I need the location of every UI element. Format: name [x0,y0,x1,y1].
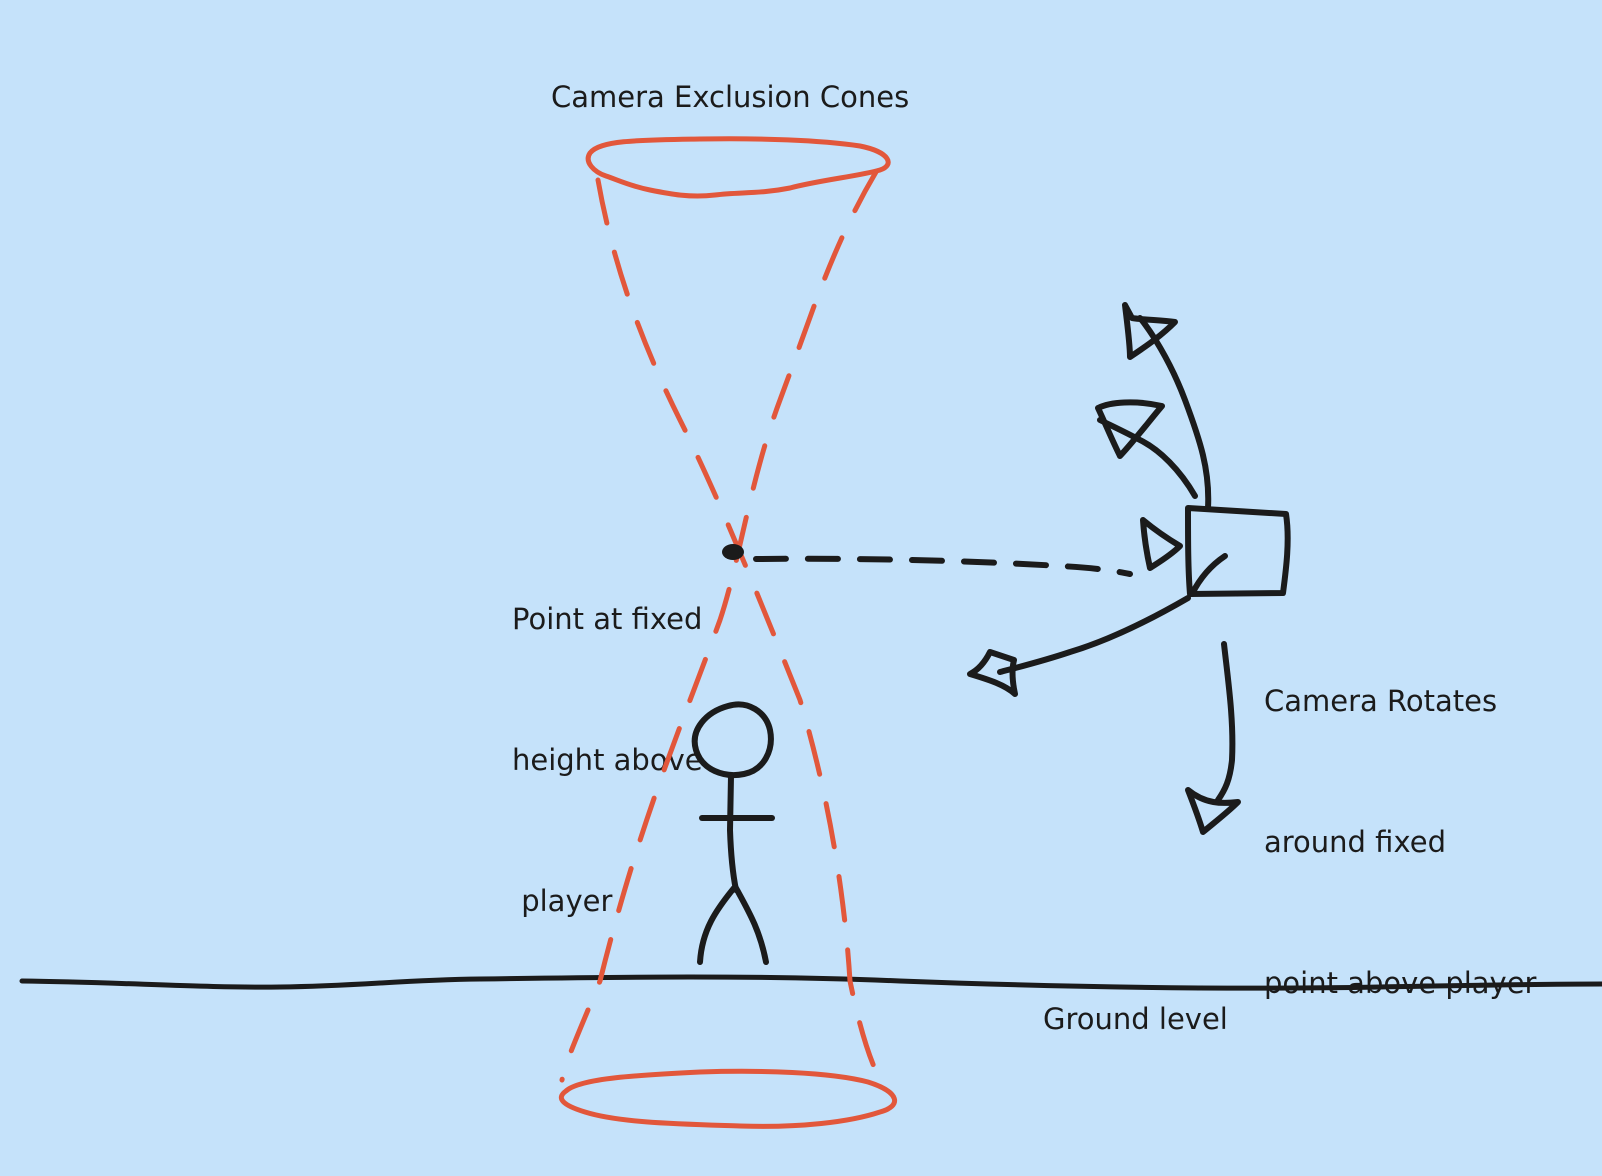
rotation-arrow-left-shaft [997,595,1191,675]
rotation-arrow-up-shaft [1137,315,1212,511]
point-to-camera-dashed-line [753,555,1133,577]
stick-figure-icon [691,701,775,965]
camera-label-line-1: Camera Rotates [1264,684,1498,718]
camera-label-line-2: around fixed [1264,825,1446,859]
lower-cone-bottom-ellipse [559,1068,898,1129]
rotation-arrow-upleft-shaft [1097,417,1198,499]
point-label-line-3: player [512,884,613,918]
camera-lens [1140,517,1183,571]
cone-left-line [595,177,883,1083]
camera-icon [1140,505,1291,597]
cone-side-lines [559,169,883,1083]
figure-head [691,701,774,778]
upper-cone-top-ellipse [585,136,891,199]
fixed-point-dot [722,544,744,560]
camera-inner-mark [1189,553,1228,597]
rotation-arrow-down-shaft [1215,641,1236,803]
arrow-head-icon [1122,302,1178,360]
cone-right-line [559,169,879,1083]
figure-right-leg [733,885,769,965]
camera-label: Camera Rotates around fixed point above … [1264,584,1536,1101]
ground-label: Ground level [1043,1002,1228,1036]
rotation-arrows [967,302,1241,835]
point-label-line-2: height above [512,743,703,777]
title-label: Camera Exclusion Cones [551,80,910,114]
figure-left-leg [697,885,737,965]
arrow-head-icon [967,649,1018,697]
ground-line [19,974,1602,991]
arrow-head-icon [1095,399,1165,459]
point-label-line-1: Point at fixed [512,602,703,636]
point-label: Point at fixed height above player [512,502,703,1019]
figure-body [727,773,739,893]
camera-body [1185,505,1291,597]
arrow-head-icon [1185,787,1241,835]
